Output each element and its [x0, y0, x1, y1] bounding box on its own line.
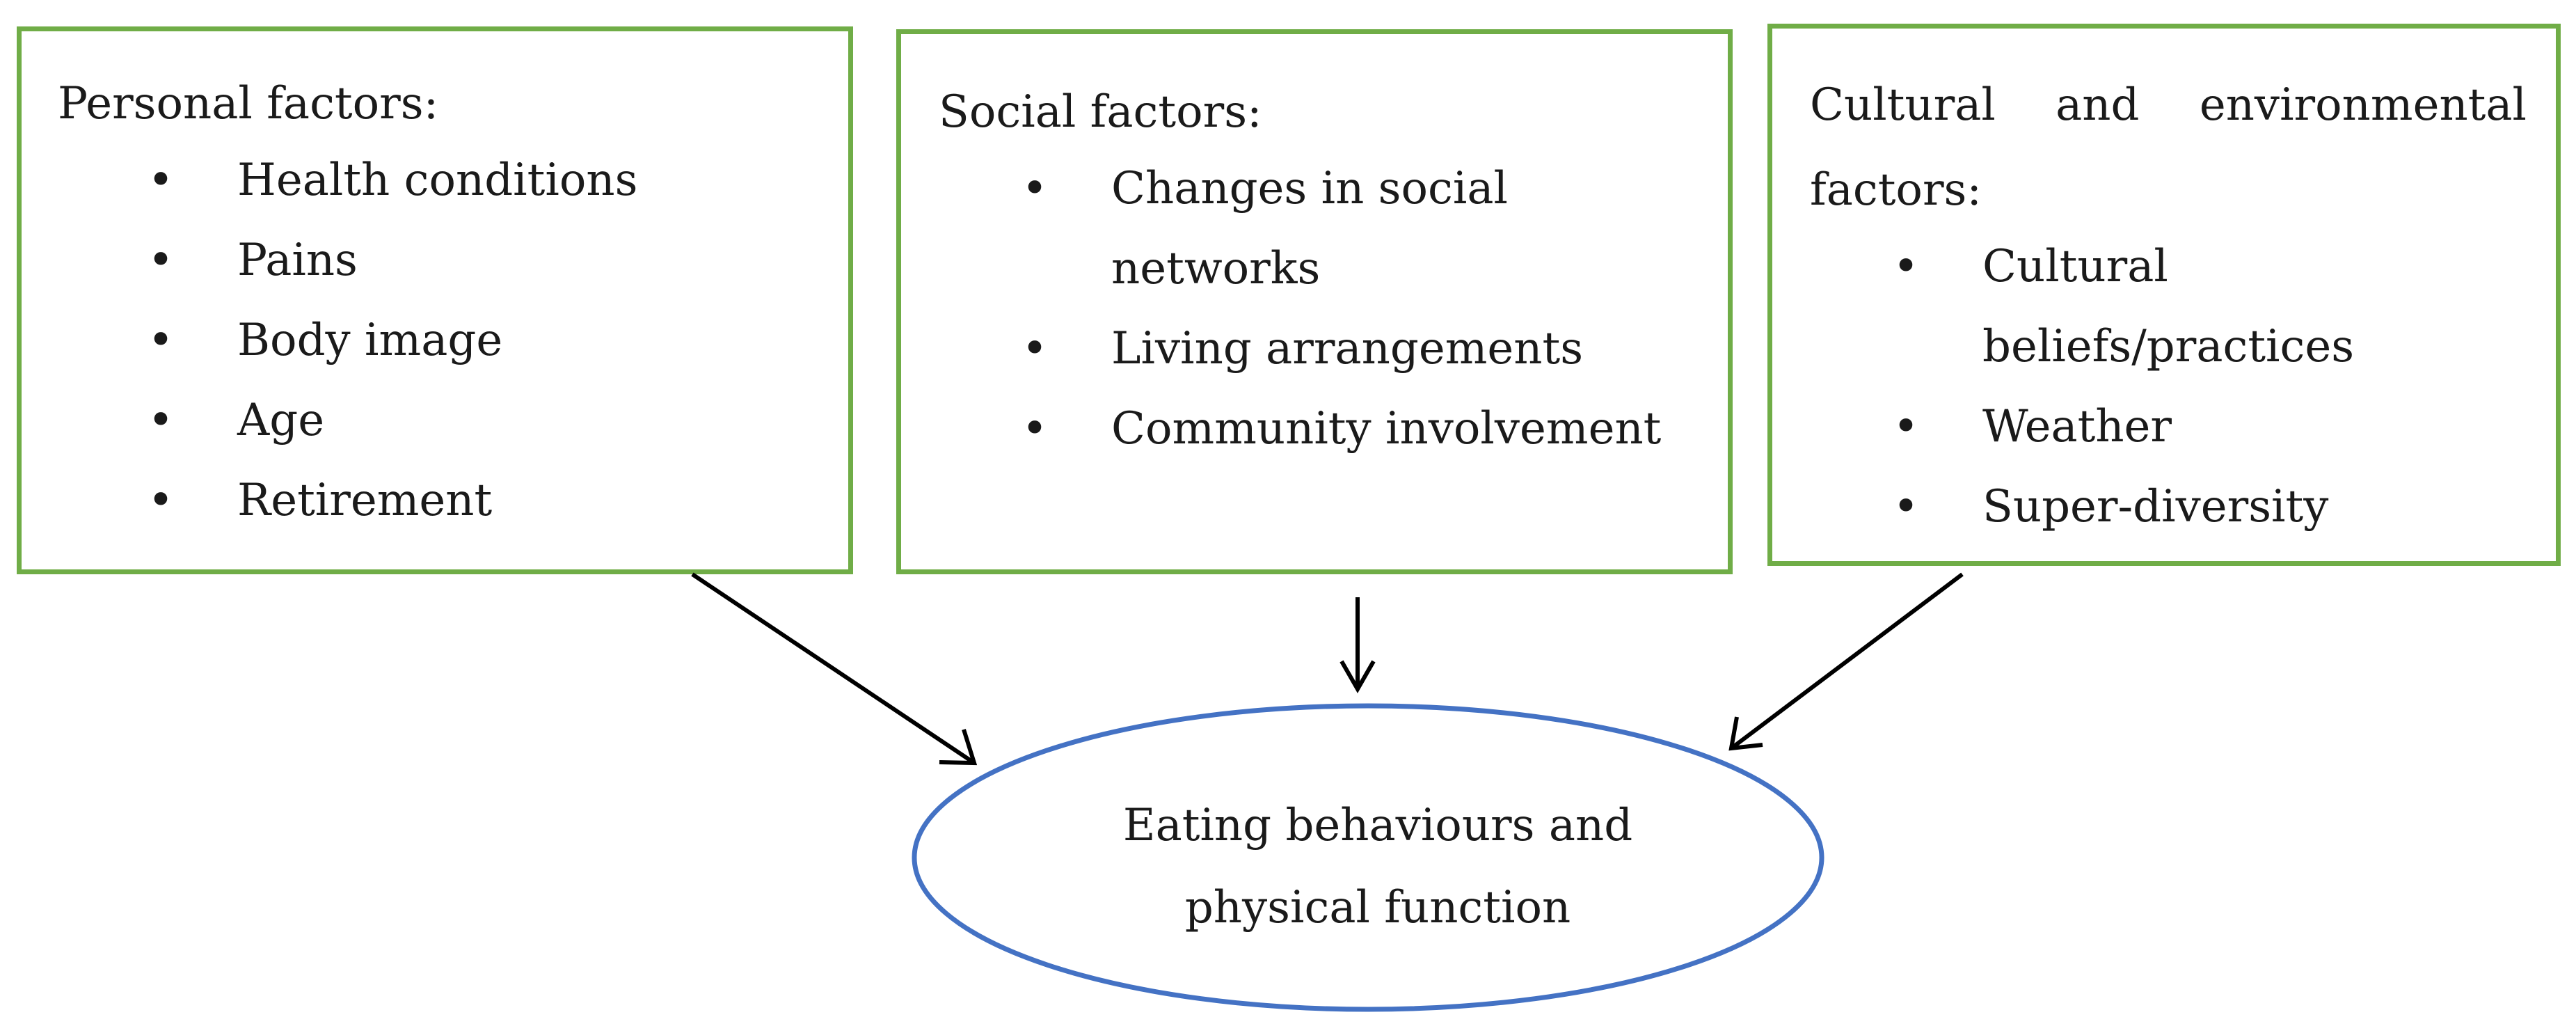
- personal-factors-title: Personal factors:: [58, 78, 439, 129]
- personal-item-body-image: Body image: [237, 315, 503, 366]
- personal-factors-box: Personal factors: • Health conditions • …: [17, 26, 853, 574]
- arrowhead-icon: [1728, 716, 1763, 751]
- personal-item-health-conditions: Health conditions: [237, 155, 638, 206]
- cultural-factors-title-line1: Cultural and environmental: [1810, 83, 2527, 127]
- cultural-item-weather: Weather: [1982, 401, 2172, 452]
- social-item-networks: networks: [1111, 243, 1321, 294]
- cultural-title-word-cultural: Cultural: [1810, 79, 1996, 131]
- social-item-community-involvement: Community involvement: [1111, 403, 1662, 455]
- arrowhead-icon: [939, 729, 978, 766]
- bullet-icon: •: [148, 315, 174, 366]
- arrow-cultural-to-outcome: [1730, 572, 1964, 750]
- outcome-ellipse: [912, 703, 1824, 1012]
- outcome-label-line2: physical function: [1184, 882, 1571, 933]
- bullet-icon: •: [1893, 241, 1919, 292]
- social-factors-box: Social factors: • Changes in social netw…: [896, 29, 1733, 574]
- cultural-item-cultural: Cultural: [1982, 241, 2168, 292]
- arrow-personal-to-outcome: [691, 572, 976, 765]
- bullet-icon: •: [1021, 323, 1048, 374]
- cultural-item-super-diversity: Super-diversity: [1982, 481, 2329, 533]
- bullet-icon: •: [148, 475, 174, 526]
- outcome-label: Eating behaviours and physical function: [1123, 784, 1632, 949]
- bullet-icon: •: [1893, 481, 1919, 533]
- arrowhead-icon: [1339, 660, 1376, 694]
- outcome-node: Eating behaviours and physical function: [925, 731, 1830, 1002]
- bullet-icon: •: [1893, 401, 1919, 452]
- bullet-icon: •: [148, 155, 174, 206]
- personal-item-pains: Pains: [237, 235, 358, 286]
- cultural-title-word-environmental: environmental: [2199, 79, 2527, 131]
- bullet-icon: •: [1021, 403, 1048, 455]
- cultural-factors-box: Cultural and environmental factors: • Cu…: [1767, 24, 2561, 566]
- social-factors-title: Social factors:: [939, 86, 1262, 138]
- bullet-icon: •: [1021, 163, 1048, 214]
- cultural-factors-title-line2: factors:: [1810, 164, 1982, 216]
- social-item-changes-in-social: Changes in social: [1111, 163, 1508, 214]
- personal-item-age: Age: [237, 395, 325, 446]
- personal-item-retirement: Retirement: [237, 475, 493, 526]
- outcome-label-line1: Eating behaviours and: [1122, 800, 1633, 851]
- cultural-item-beliefs-practices: beliefs/practices: [1982, 321, 2355, 372]
- social-item-living-arrangements: Living arrangements: [1111, 323, 1584, 374]
- bullet-icon: •: [148, 235, 174, 286]
- cultural-title-word-and: and: [2056, 79, 2140, 131]
- bullet-icon: •: [148, 395, 174, 446]
